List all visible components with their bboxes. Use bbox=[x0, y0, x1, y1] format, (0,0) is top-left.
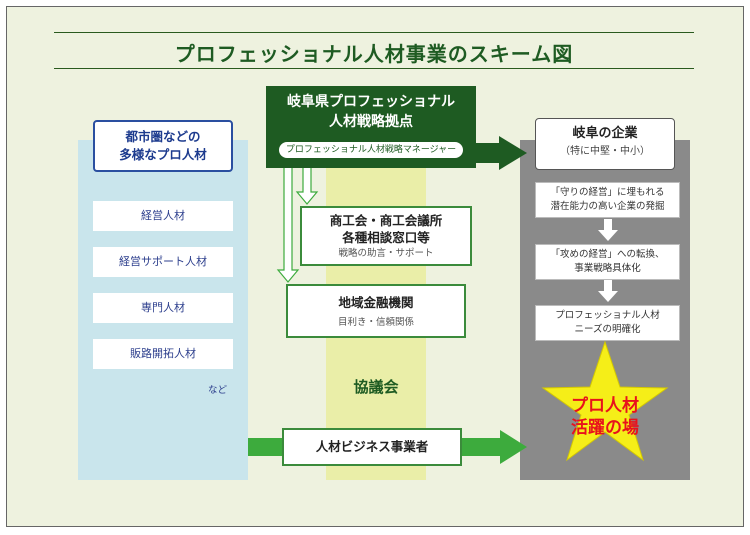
arrow-to-finance-icon bbox=[276, 159, 300, 283]
arrow-to-company-icon bbox=[476, 136, 527, 170]
right-step-strategy-line1: 「攻めの経営」への転換、 bbox=[550, 249, 665, 260]
star-label-line2: 活躍の場 bbox=[571, 418, 639, 438]
left-item-sales-channel: 販路開拓人材 bbox=[93, 339, 233, 369]
left-etc: など bbox=[208, 385, 228, 396]
finance-box: 地域金融機関 目利き・信頼関係 bbox=[286, 284, 466, 338]
chamber-line1: 商工会・商工会議所 bbox=[329, 213, 443, 228]
right-heading-sub: （特に中堅・中小） bbox=[560, 146, 650, 157]
center-heading-line1: 岐阜県プロフェッショナル bbox=[287, 94, 455, 110]
right-step-discover: 「守りの経営」に埋もれる 潜在能力の高い企業の発掘 bbox=[535, 182, 680, 218]
star-label-line1: プロ人材 bbox=[571, 396, 639, 416]
left-item-specialist: 専門人材 bbox=[93, 293, 233, 323]
page-title: プロフェッショナル人材事業のスキーム図 bbox=[174, 42, 574, 66]
right-heading-title: 岐阜の企業 bbox=[572, 126, 638, 141]
title-rule-bottom bbox=[54, 68, 694, 69]
right-step-needs-line2: ニーズの明確化 bbox=[574, 324, 641, 335]
star-icon bbox=[541, 340, 669, 462]
chamber-line2: 各種相談窓口等 bbox=[342, 230, 430, 245]
right-step-strategy: 「攻めの経営」への転換、 事業戦略具体化 bbox=[535, 244, 680, 280]
right-heading: 岐阜の企業 （特に中堅・中小） bbox=[535, 118, 675, 170]
title-rule-top bbox=[54, 32, 694, 33]
right-step-discover-line1: 「守りの経営」に埋もれる bbox=[550, 187, 665, 198]
arrow-bottom-icon bbox=[248, 430, 527, 464]
left-heading-line2: 多様なプロ人材 bbox=[119, 147, 207, 162]
right-step-needs: プロフェッショナル人材 ニーズの明確化 bbox=[535, 305, 680, 341]
center-heading-line2: 人材戦略拠点 bbox=[329, 114, 413, 130]
finance-sub: 目利き・信頼関係 bbox=[337, 317, 414, 328]
right-step-needs-line1: プロフェッショナル人材 bbox=[555, 310, 660, 321]
finance-title: 地域金融機関 bbox=[338, 295, 414, 310]
left-item-management-support: 経営サポート人材 bbox=[93, 247, 233, 277]
business-box: 人材ビジネス事業者 bbox=[282, 428, 462, 466]
council-label: 協議会 bbox=[353, 378, 399, 396]
down-arrow-icon-1 bbox=[598, 219, 618, 241]
left-heading: 都市圏などの 多様なプロ人材 bbox=[93, 120, 233, 172]
manager-tag: プロフェッショナル人材戦略マネージャー bbox=[279, 142, 463, 158]
down-arrow-icon-2 bbox=[598, 280, 618, 302]
right-step-discover-line2: 潜在能力の高い企業の発掘 bbox=[550, 201, 665, 212]
star-label: プロ人材 活躍の場 bbox=[535, 395, 675, 439]
right-step-strategy-line2: 事業戦略具体化 bbox=[574, 263, 641, 274]
chamber-box: 商工会・商工会議所 各種相談窓口等 戦略の助言・サポート bbox=[300, 206, 472, 266]
left-item-management: 経営人材 bbox=[93, 201, 233, 231]
left-heading-line1: 都市圏などの bbox=[125, 129, 201, 144]
chamber-sub: 戦略の助言・サポート bbox=[338, 248, 434, 259]
